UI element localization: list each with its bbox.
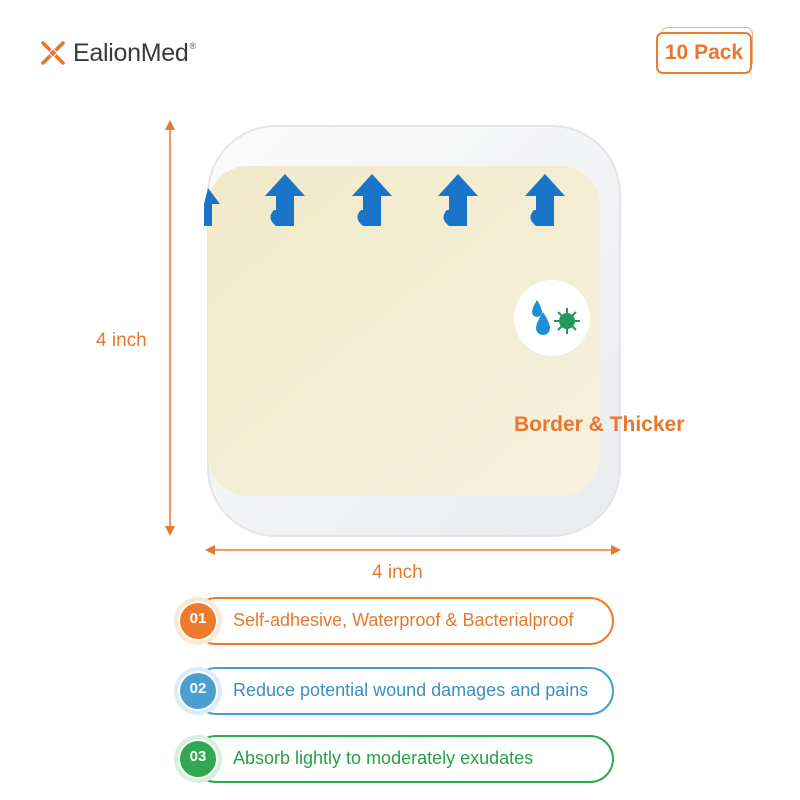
protection-badge bbox=[514, 280, 590, 356]
brand-name: EalionMed bbox=[73, 38, 189, 67]
feature-number-2: 02 bbox=[189, 680, 207, 697]
feature-item-3 bbox=[174, 735, 614, 783]
virus-icon bbox=[554, 308, 580, 334]
registered-mark: ® bbox=[189, 41, 197, 51]
pack-badge-label: 10 Pack bbox=[664, 41, 744, 64]
feature-text-3: Absorb lightly to moderately exudates bbox=[233, 748, 534, 768]
feature-item-2 bbox=[174, 667, 614, 715]
water-drop-icon bbox=[532, 300, 550, 335]
absorbent-pad bbox=[208, 166, 600, 496]
brand-x-logo-icon bbox=[41, 41, 65, 65]
feature-number-1: 01 bbox=[189, 610, 207, 627]
border-thicker-callout: Border & Thicker bbox=[514, 413, 685, 436]
height-dimension-arrow bbox=[165, 120, 175, 536]
pack-badge: 10 Pack bbox=[656, 32, 752, 74]
brand-logo: EalionMed ® bbox=[38, 38, 196, 68]
width-label: 4 inch bbox=[372, 562, 423, 583]
feature-item-1 bbox=[174, 597, 614, 645]
hydrocolloid-dressing-image bbox=[204, 125, 621, 537]
feature-text-2: Reduce potential wound damages and pains bbox=[233, 680, 589, 700]
height-label: 4 inch bbox=[96, 330, 147, 351]
up-arrow-icon bbox=[204, 174, 565, 226]
width-dimension-arrow bbox=[205, 545, 621, 555]
features-list bbox=[174, 597, 614, 783]
feature-number-3: 03 bbox=[189, 748, 207, 765]
feature-text-1: Self-adhesive, Waterproof & Bacterialpro… bbox=[233, 610, 574, 630]
